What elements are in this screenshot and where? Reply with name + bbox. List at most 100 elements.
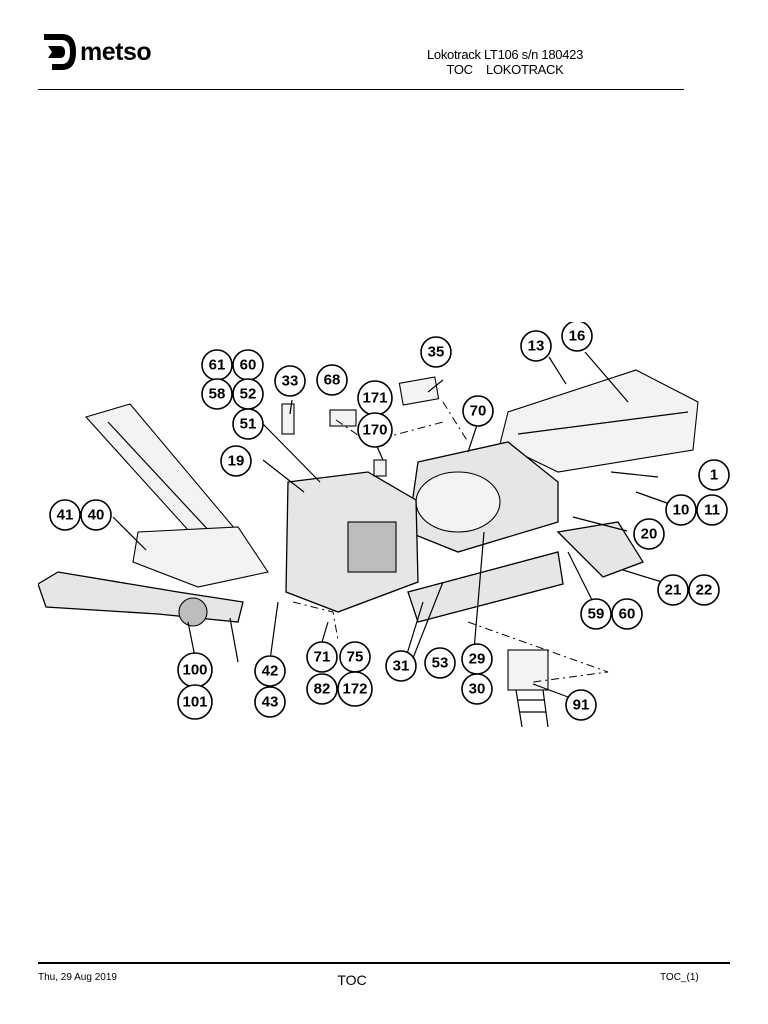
header-divider [38,89,684,90]
callout-170: 170 [357,412,393,448]
callout-68: 68 [316,364,348,396]
explode-line-3 [467,621,609,683]
callout-11: 11 [696,494,728,526]
svg-text:53: 53 [432,655,449,672]
svg-text:71: 71 [314,649,331,666]
svg-text:42: 42 [262,663,279,680]
machine-drawing [38,369,699,728]
svg-text:59: 59 [588,606,605,623]
svg-text:170: 170 [362,422,387,439]
callout-41: 41 [49,499,81,531]
svg-text:33: 33 [282,373,299,390]
callout-40: 40 [80,499,112,531]
callout-75: 75 [339,641,371,673]
svg-text:91: 91 [573,697,590,714]
metso-logo-icon [44,34,76,70]
svg-text:30: 30 [469,681,486,698]
magnetic-separator [132,526,269,588]
callout-33: 33 [274,365,306,397]
callout-60: 59 [580,598,612,630]
title-line-2: TOC LOKOTRACK [446,62,564,77]
callout-59: 61 [201,349,233,381]
callout-1: 1 [698,459,730,491]
svg-text:43: 43 [262,694,279,711]
callout-82: 82 [306,673,338,705]
callout-61: 60 [611,598,643,630]
callout-101: 101 [177,684,213,720]
svg-text:70: 70 [470,403,487,420]
logo-text: metso [80,38,152,66]
svg-text:100: 100 [182,662,207,679]
svg-text:22: 22 [696,582,713,599]
svg-text:35: 35 [428,344,445,361]
svg-text:16: 16 [569,328,586,345]
svg-text:51: 51 [240,416,257,433]
svg-text:40: 40 [88,507,105,524]
callout-35: 35 [420,336,452,368]
part-35 [398,376,440,406]
diagram-svg: 61 60 58 52 33 68 35 13 16 171 170 70 51… [38,322,730,728]
callout-20: 20 [633,518,665,550]
part-68 [329,409,357,427]
svg-text:58: 58 [209,386,226,403]
footer-page: TOC_(1) [660,972,699,983]
svg-text:31: 31 [393,658,410,675]
callout-172: 172 [337,671,373,707]
callout-171: 171 [357,380,393,416]
svg-text:13: 13 [528,338,545,355]
callout-53: 58 [201,378,233,410]
svg-text:21: 21 [665,582,682,599]
support-leg [229,617,239,663]
svg-text:1: 1 [710,467,718,484]
machine-exploded-diagram: 61 60 58 52 33 68 35 13 16 171 170 70 51… [38,322,738,732]
svg-text:20: 20 [641,526,658,543]
callout-13: 13 [520,330,552,362]
callout-58: 60 [232,349,264,381]
callout-16: 16 [561,322,593,352]
svg-text:82: 82 [314,681,331,698]
explode-line-4 [292,601,339,641]
svg-text:172: 172 [342,681,367,698]
vibrating-feeder [556,521,644,578]
callout-70: 70 [462,395,494,427]
callout-19: 19 [220,445,252,477]
svg-text:10: 10 [673,502,690,519]
callout-52: 53 [424,647,456,679]
svg-text:68: 68 [324,372,341,389]
callout-71: 71 [306,641,338,673]
svg-text:29: 29 [469,651,486,668]
callout-30: 30 [461,673,493,705]
footer-date: Thu, 29 Aug 2019 [38,972,117,983]
callout-100: 100 [177,652,213,688]
svg-text:101: 101 [182,694,207,711]
svg-text:171: 171 [362,390,387,407]
document-title: Lokotrack LT106 s/n 180423 TOC LOKOTRACK [380,47,630,77]
callout-21: 21 [657,574,689,606]
crawler-track [407,551,564,623]
callout-50: 51 [232,408,264,440]
part-170 [373,459,387,477]
part-33 [281,403,295,435]
metso-logo: metso [38,30,158,74]
callout-29: 29 [461,643,493,675]
callout-22: 22 [688,574,720,606]
svg-text:19: 19 [228,453,245,470]
svg-text:41: 41 [57,507,74,524]
maintenance-platform [507,649,549,728]
title-line-1: Lokotrack LT106 s/n 180423 [426,47,583,62]
radiator-grille [347,521,397,573]
svg-text:61: 61 [209,357,226,374]
svg-text:60: 60 [619,606,636,623]
drive-pulley [178,597,208,627]
callout-51: 52 [232,378,264,410]
footer-section: TOC [337,972,367,988]
svg-text:75: 75 [347,649,364,666]
callout-31: 31 [385,650,417,682]
footer-divider [38,962,730,964]
callout-10: 10 [665,494,697,526]
explode-line-2 [442,401,469,443]
svg-text:60: 60 [240,357,257,374]
svg-text:11: 11 [704,502,720,519]
callout-42: 42 [254,655,286,687]
flywheel [415,471,501,533]
